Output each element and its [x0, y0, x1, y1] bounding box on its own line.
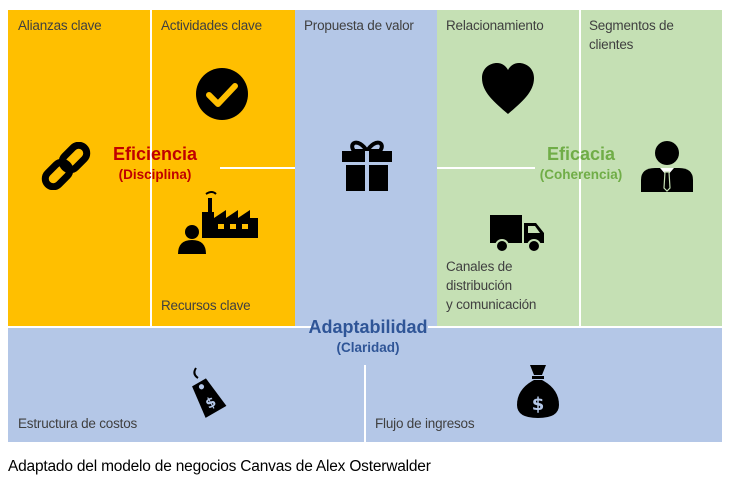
theme-eficiencia-subtitle: (Disciplina)	[118, 167, 192, 182]
theme-eficacia: Eficacia (Coherencia)	[522, 143, 640, 185]
label-recursos-clave: Recursos clave	[161, 298, 251, 313]
theme-adaptabilidad-subtitle: (Claridad)	[336, 340, 400, 355]
gift-icon	[342, 140, 392, 191]
label-flujo-de-ingresos: Flujo de ingresos	[375, 416, 475, 431]
theme-eficiencia: Eficiencia (Disciplina)	[95, 143, 215, 185]
divider-costos-ingresos	[364, 365, 366, 442]
label-alianzas-clave: Alianzas clave	[18, 18, 102, 33]
chain-link-icon	[41, 142, 91, 190]
divider-top-bottom-left	[8, 326, 312, 328]
label-canales-line: distribución	[446, 278, 512, 293]
checkmark-icon	[196, 68, 248, 120]
heart-icon	[482, 63, 534, 114]
theme-adaptabilidad: Adaptabilidad (Claridad)	[300, 316, 436, 358]
label-canales: Canales de distribución y comunicación	[446, 257, 536, 314]
businessman-icon	[641, 141, 693, 192]
svg-text:$: $	[532, 394, 545, 415]
label-canales-line: y comunicación	[446, 297, 537, 312]
label-relacionamiento: Relacionamiento	[446, 18, 544, 33]
label-segmentos: Segmentos de clientes	[589, 16, 674, 54]
theme-eficacia-title: Eficacia	[546, 144, 616, 164]
money-bag-icon: $	[517, 365, 559, 418]
label-estructura-de-costos: Estructura de costos	[18, 416, 138, 431]
divider-alianzas-actividades	[150, 10, 152, 327]
label-canales-line: Canales de	[446, 259, 513, 274]
delivery-truck-icon	[490, 215, 544, 253]
figure-caption: Adaptado del modelo de negocios Canvas d…	[8, 458, 431, 475]
label-segmentos-line: Segmentos de	[589, 18, 674, 33]
label-propuesta-de-valor: Propuesta de valor	[304, 18, 414, 33]
theme-eficiencia-title: Eficiencia	[112, 144, 198, 164]
price-tag-icon: $	[192, 367, 227, 418]
theme-eficacia-subtitle: (Coherencia)	[539, 167, 623, 182]
divider-actividades-recursos	[220, 167, 295, 169]
theme-adaptabilidad-title: Adaptabilidad	[308, 317, 428, 337]
factory-worker-icon	[178, 191, 258, 254]
label-actividades-clave: Actividades clave	[161, 18, 262, 33]
divider-relacionamiento-canales	[437, 167, 535, 169]
divider-green-columns	[579, 10, 581, 327]
divider-top-bottom-right	[428, 326, 722, 328]
label-segmentos-line: clientes	[589, 37, 634, 52]
